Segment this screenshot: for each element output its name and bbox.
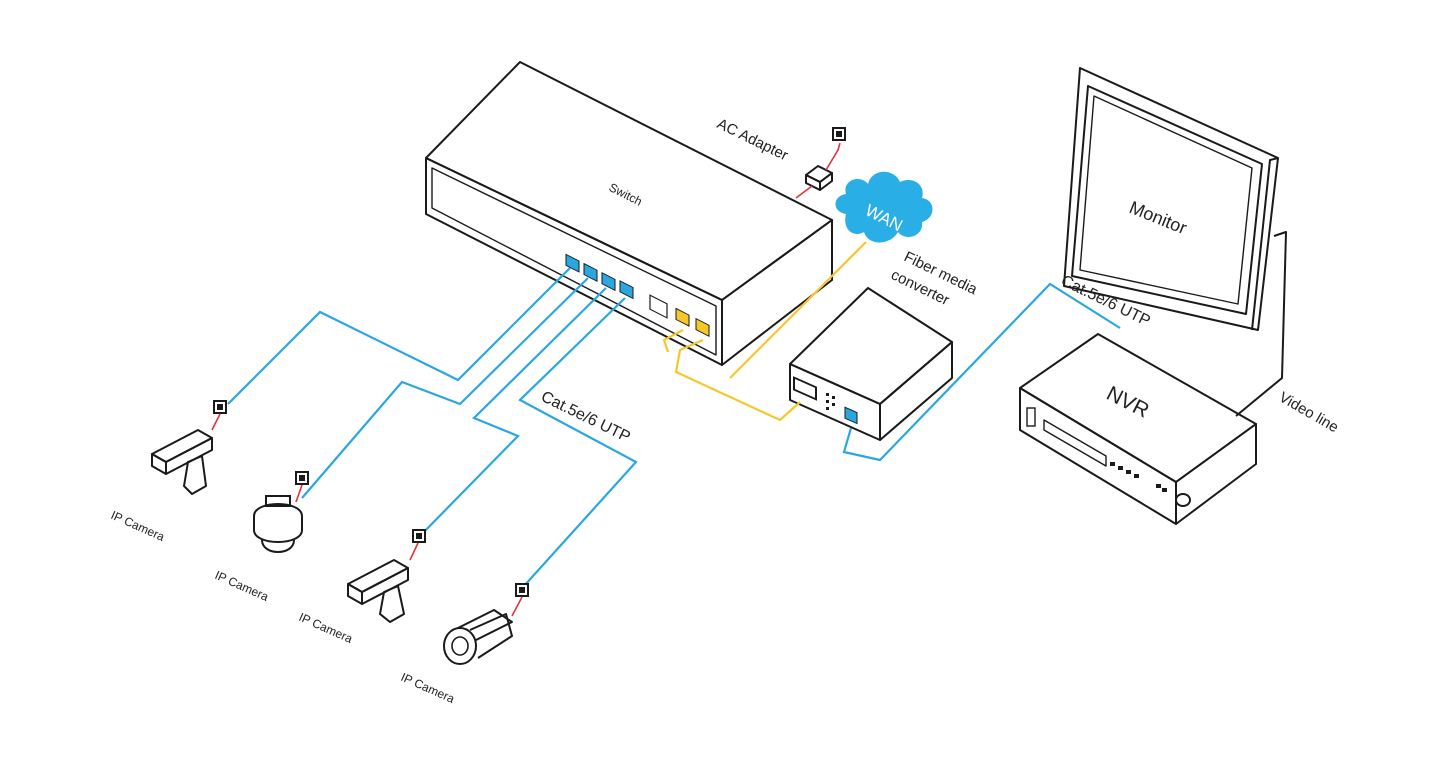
camera-4-label: IP Camera bbox=[399, 670, 457, 706]
camera-1-label: IP Camera bbox=[109, 508, 167, 544]
ac-adapter: AC Adapter bbox=[714, 115, 846, 199]
nvr-label: NVR bbox=[1103, 382, 1153, 423]
nvr: NVR bbox=[1019, 333, 1257, 525]
video-line-label: Video line bbox=[1276, 389, 1341, 437]
monitor-label: Monitor bbox=[1127, 197, 1190, 238]
cloud-icon bbox=[835, 171, 933, 243]
power-outlet-icon bbox=[515, 583, 529, 597]
power-outlet-icon bbox=[213, 400, 227, 414]
cat-right-label: Cat.5e/6 UTP bbox=[1058, 272, 1153, 330]
switch-ports bbox=[565, 253, 710, 338]
ip-camera-3: IP Camera bbox=[297, 529, 426, 646]
fiber-media-converter: Fiber media converter bbox=[789, 248, 980, 441]
power-outlet-icon bbox=[295, 471, 309, 485]
camera-3-label: IP Camera bbox=[297, 610, 355, 646]
wan-cloud: WAN bbox=[835, 171, 933, 243]
ac-adapter-label: AC Adapter bbox=[714, 115, 790, 164]
ethernet-cables bbox=[227, 267, 1121, 587]
power-outlet-icon bbox=[832, 127, 846, 141]
fiber-cables bbox=[662, 241, 867, 422]
ip-camera-4: IP Camera bbox=[399, 583, 529, 706]
camera-2-label: IP Camera bbox=[213, 568, 271, 604]
switch-device: Switch bbox=[425, 61, 833, 366]
power-outlet-icon bbox=[412, 529, 426, 543]
switch-label: Switch bbox=[607, 180, 645, 209]
ip-camera-2: IP Camera bbox=[213, 471, 309, 604]
monitor: Monitor bbox=[1063, 67, 1287, 417]
ip-camera-1: IP Camera bbox=[109, 400, 227, 544]
